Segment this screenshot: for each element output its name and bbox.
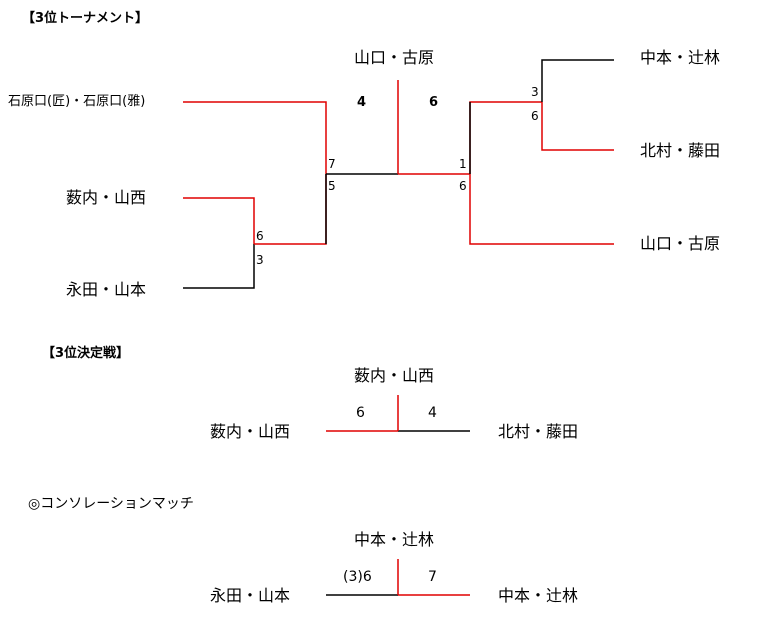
consolation-score-right: 7 xyxy=(428,569,437,585)
consolation-right-player: 中本・辻林 xyxy=(498,586,579,605)
score-r1-right-top: 3 xyxy=(531,85,539,99)
line-yamaguchi-r1 xyxy=(469,174,614,245)
line-yabuuchi-r1 xyxy=(183,197,255,244)
score-semi-right-bottom: 6 xyxy=(459,179,467,193)
player-yamaguchi: 山口・古原 xyxy=(640,234,721,253)
third-place-left-player: 薮内・山西 xyxy=(210,422,291,441)
consolation-winner: 中本・辻林 xyxy=(354,530,435,549)
line-ishiharaguchi xyxy=(183,101,327,174)
tournament-winner: 山口・古原 xyxy=(354,48,435,67)
score-semi-left-top: 7 xyxy=(328,157,336,171)
player-nagata: 永田・山本 xyxy=(66,280,147,299)
score-final-right: 6 xyxy=(429,95,439,110)
line-nagata-r1 xyxy=(183,244,255,289)
third-place-right-player: 北村・藤田 xyxy=(498,422,579,441)
player-kitamura: 北村・藤田 xyxy=(640,141,721,160)
score-r1-right-bottom: 6 xyxy=(531,109,539,123)
player-ishiharaguchi: 石原口(匠)・石原口(雅) xyxy=(8,94,146,109)
tournament-title: 【3位トーナメント】 xyxy=(22,11,149,26)
line-nakamoto-r1 xyxy=(541,59,614,102)
third-place-score-right: 4 xyxy=(428,405,437,421)
line-yabuuchi-semi xyxy=(254,174,327,245)
score-semi-right-top: 1 xyxy=(459,157,467,171)
third-place-score-left: 6 xyxy=(356,405,365,421)
player-nakamoto: 中本・辻林 xyxy=(640,48,721,67)
consolation-score-left: (3)6 xyxy=(343,569,372,585)
consolation-left-player: 永田・山本 xyxy=(210,586,291,605)
player-yabuuchi: 薮内・山西 xyxy=(66,188,147,207)
score-r1-bottom: 3 xyxy=(256,253,264,267)
score-semi-left-bottom: 5 xyxy=(328,179,336,193)
third-place-title: 【3位決定戦】 xyxy=(42,346,130,361)
score-r1-top: 6 xyxy=(256,229,264,243)
third-place-winner: 薮内・山西 xyxy=(354,366,435,385)
line-kitamura-r1 xyxy=(541,102,614,151)
score-final-left: 4 xyxy=(357,95,367,110)
consolation-title: ◎コンソレーションマッチ xyxy=(28,496,194,512)
